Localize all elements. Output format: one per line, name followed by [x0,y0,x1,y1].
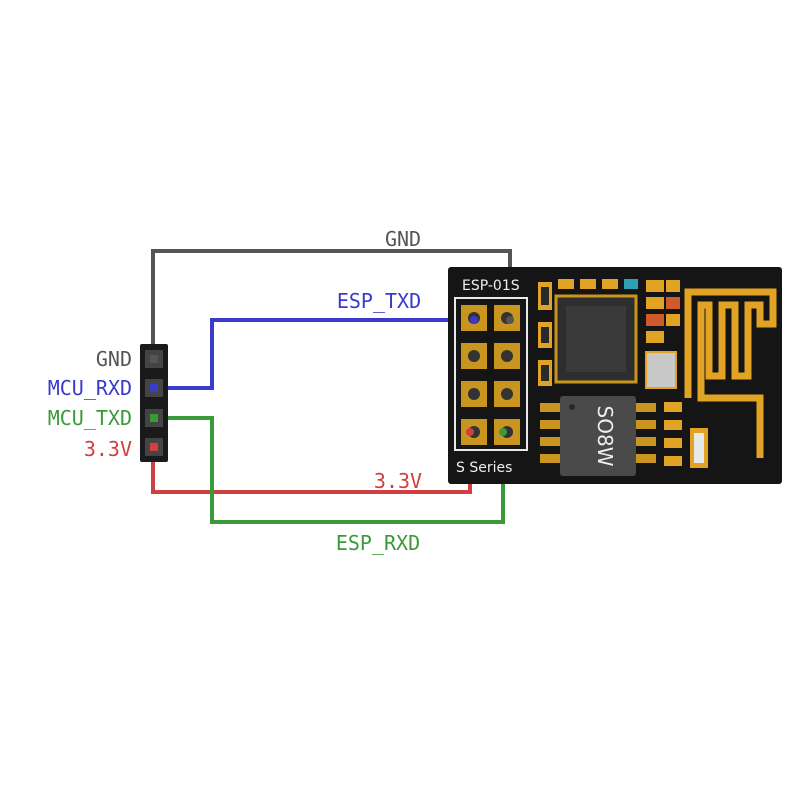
pin-label-gnd: GND [96,347,132,371]
wire-label-esp-rxd: ESP_RXD [336,531,420,555]
crystal [645,351,677,389]
esp01s-board: ESP-01S S Series [448,267,782,484]
qfn-chip [554,294,638,384]
board-title: ESP-01S [462,278,520,294]
wire-label-gnd: GND [385,227,421,251]
wire-label-esp-txd: ESP_TXD [337,289,421,313]
wire-esp-rxd [153,416,505,524]
mcu-pin-header [140,344,168,462]
so8w-chip: SO8W [540,396,656,476]
wire-3v3 [151,432,472,494]
pcb-antenna [684,288,777,458]
board-series: S Series [456,460,512,476]
pin-label-3v3: 3.3V [84,437,132,461]
wire-esp-txd [153,318,474,390]
pin-label-mcu-txd: MCU_TXD [48,406,132,430]
pin-label-mcu-rxd: MCU_RXD [48,376,132,400]
wire-label-3v3: 3.3V [374,469,422,493]
chip-label: SO8W [593,406,617,467]
